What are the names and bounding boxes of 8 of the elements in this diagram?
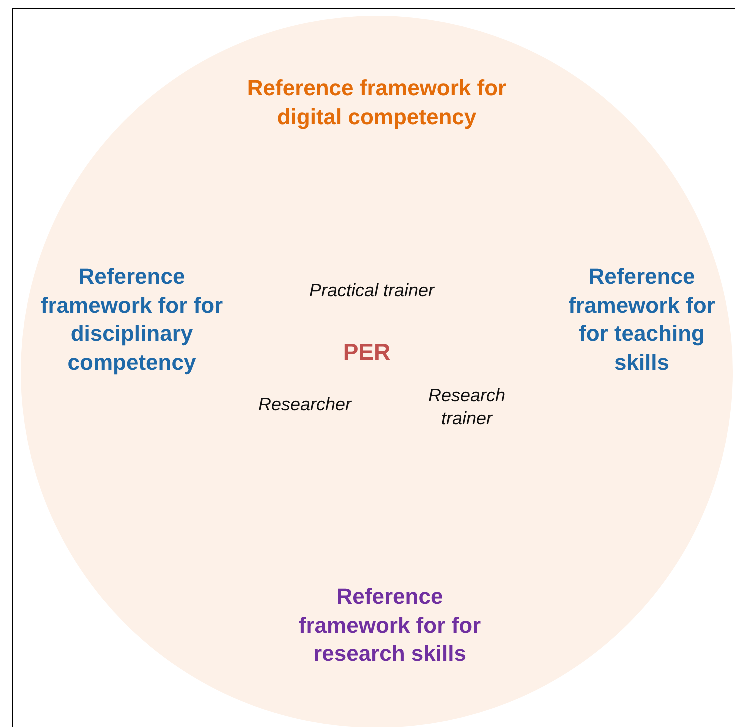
role-label: Research trainer: [427, 384, 507, 431]
framework-heading: Reference framework for for disciplinary competency: [40, 262, 224, 377]
role-label: Practical trainer: [308, 279, 436, 302]
framework-heading: Reference framework for for teaching skills: [568, 262, 716, 377]
framework-heading: Reference framework for digital competency: [246, 74, 508, 132]
role-label: Researcher: [257, 393, 353, 416]
framework-heading: Reference framework for for research skills: [298, 583, 482, 668]
center-label: PER: [342, 338, 392, 368]
